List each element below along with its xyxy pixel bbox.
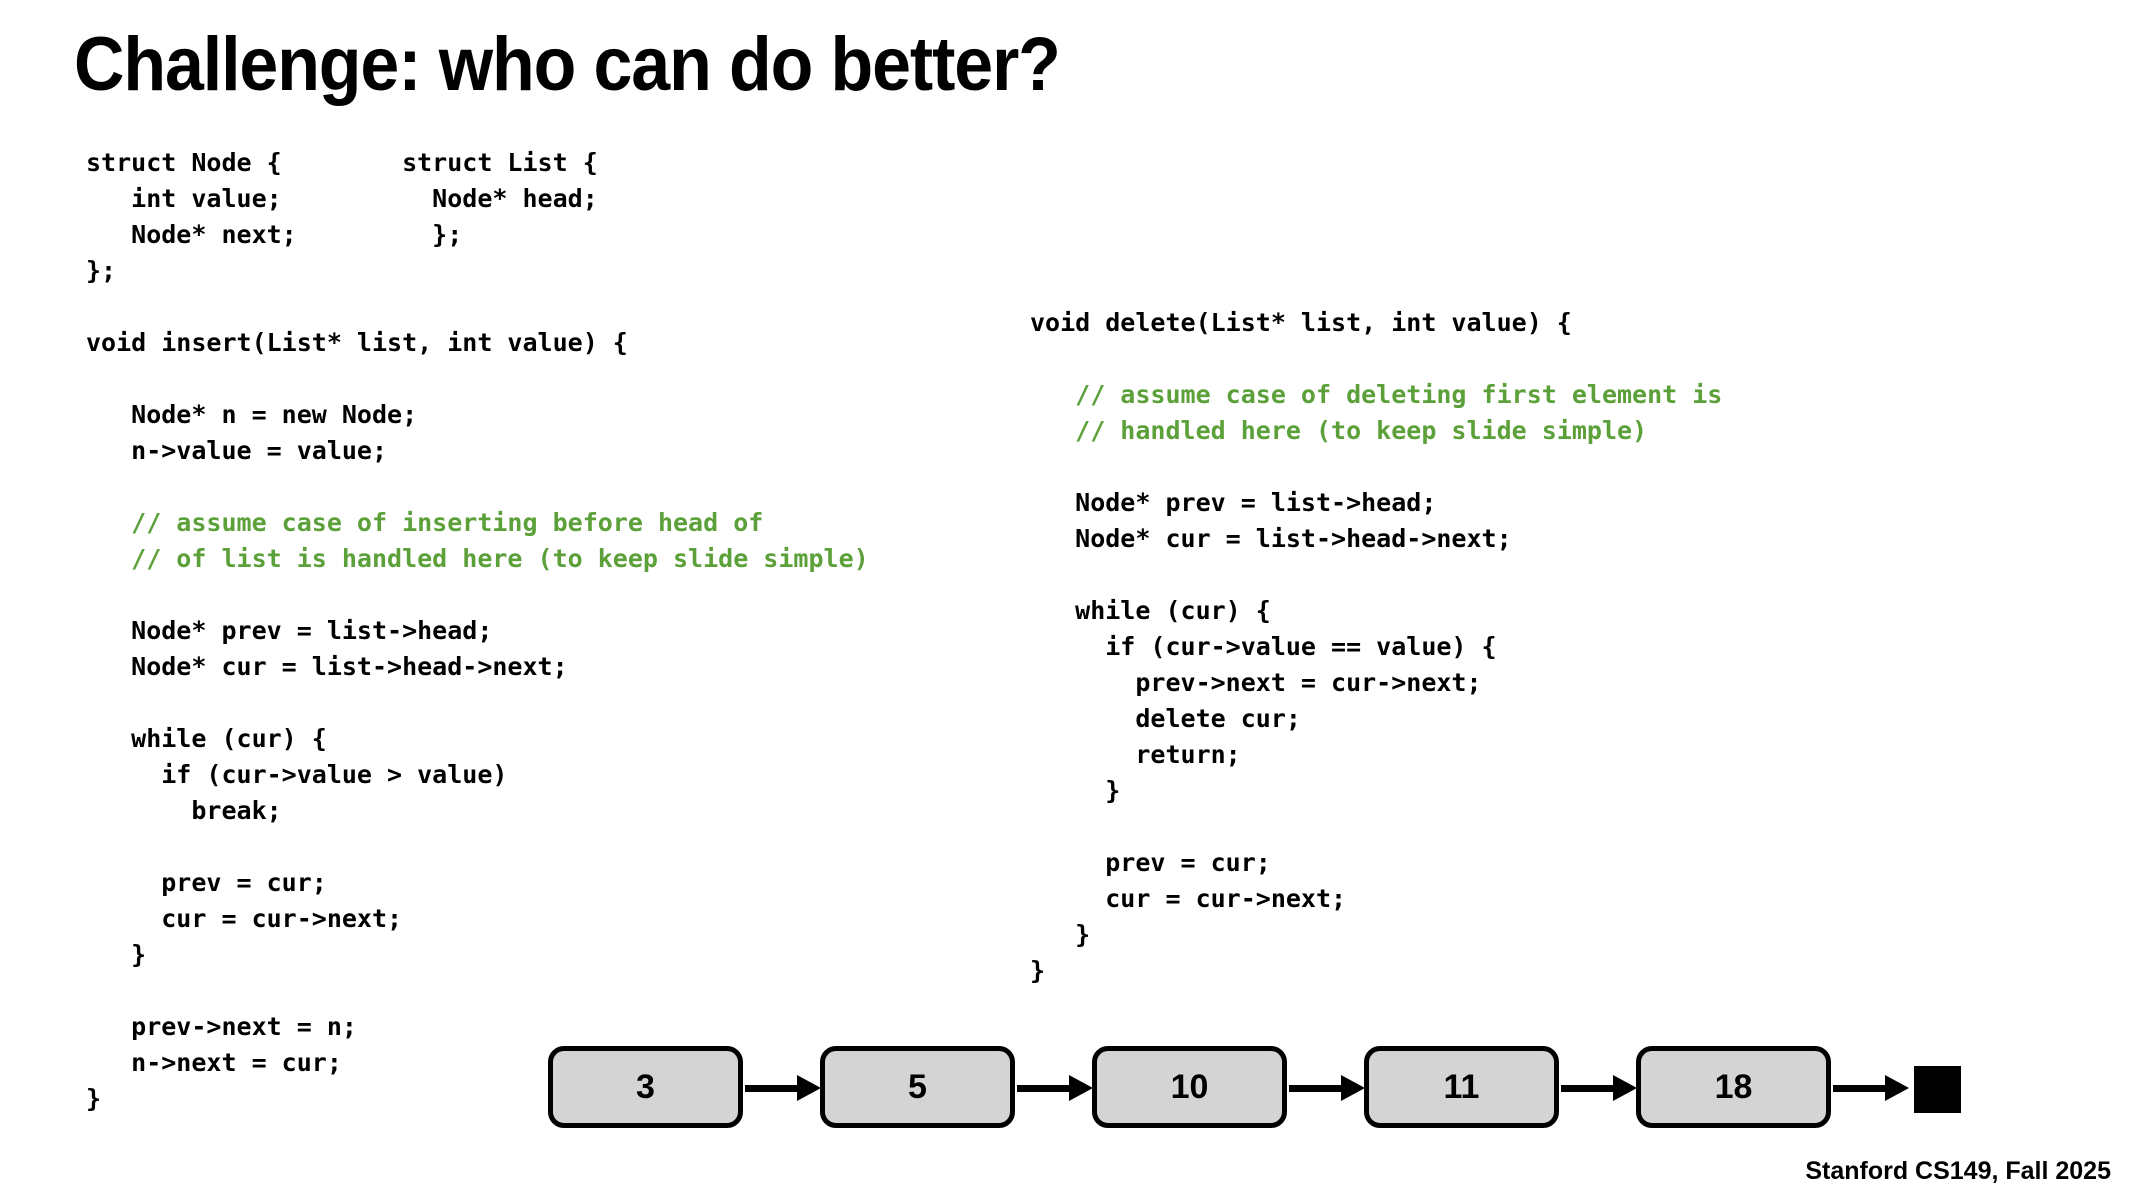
code-delete-line	[1030, 341, 1722, 377]
arrow-head	[1341, 1075, 1365, 1101]
code-insert-line	[86, 361, 869, 397]
code-insert-line: break;	[86, 796, 282, 825]
code-insert-line	[86, 289, 869, 325]
linked-list-node-value: 10	[1170, 1068, 1209, 1106]
arrow-head	[1885, 1075, 1909, 1101]
code-insert-line: }	[86, 1084, 102, 1113]
code-insert-line: Node* cur = list->head->next;	[86, 652, 568, 681]
arrow-head	[797, 1075, 821, 1101]
code-insert-line: prev->next = n;	[86, 1012, 357, 1041]
linked-list-node-value: 5	[908, 1068, 927, 1106]
linked-list-node-value: 3	[636, 1068, 655, 1106]
code-delete-line: // assume case of deleting first element…	[1030, 380, 1723, 409]
code-insert-line: Node* n = new Node;	[86, 400, 418, 429]
code-insert-line: // of list is handled here (to keep slid…	[86, 544, 869, 573]
code-insert-line: while (cur) {	[86, 724, 327, 753]
code-insert-line: int value; Node* head;	[86, 184, 598, 213]
linked-list-node: 10	[1092, 1046, 1287, 1128]
code-block-delete: void delete(List* list, int value) { // …	[1030, 305, 1722, 989]
code-delete-line: prev = cur;	[1030, 848, 1271, 877]
code-delete-line	[1030, 557, 1722, 593]
code-insert-line: Node* prev = list->head;	[86, 616, 493, 645]
linked-list-node: 3	[548, 1046, 743, 1128]
code-delete-line: while (cur) {	[1030, 596, 1271, 625]
arrow-shaft	[1561, 1085, 1617, 1092]
linked-list-diagram: 3 5 10 11 18	[548, 1046, 1961, 1132]
arrow-shaft	[1289, 1085, 1345, 1092]
code-insert-line: n->value = value;	[86, 436, 388, 465]
code-insert-line	[86, 577, 869, 613]
arrow-head	[1069, 1075, 1093, 1101]
linked-list-node: 5	[820, 1046, 1015, 1128]
code-delete-line: Node* cur = list->head->next;	[1030, 524, 1512, 553]
arrow-head	[1613, 1075, 1637, 1101]
linked-list-node-value: 11	[1443, 1068, 1480, 1106]
code-insert-line: if (cur->value > value)	[86, 760, 508, 789]
linked-list-arrow-icon	[1561, 1075, 1637, 1101]
code-delete-line: }	[1030, 920, 1091, 949]
linked-list-node-value: 18	[1714, 1068, 1753, 1106]
code-insert-line: }	[86, 940, 147, 969]
code-insert-line	[86, 829, 869, 865]
arrow-shaft	[1833, 1085, 1889, 1092]
code-delete-line: if (cur->value == value) {	[1030, 632, 1497, 661]
code-delete-line: return;	[1030, 740, 1241, 769]
code-delete-line: }	[1030, 776, 1121, 805]
code-delete-line: delete cur;	[1030, 704, 1301, 733]
code-insert-line: void insert(List* list, int value) {	[86, 328, 628, 357]
code-insert-line	[86, 973, 869, 1009]
footer-course-label: Stanford CS149, Fall 2025	[1805, 1157, 2111, 1185]
arrow-shaft	[1017, 1085, 1073, 1092]
linked-list-null-terminator-icon	[1914, 1066, 1961, 1113]
code-insert-line: prev = cur;	[86, 868, 327, 897]
code-insert-line: };	[86, 256, 117, 285]
linked-list-arrow-icon	[1289, 1075, 1365, 1101]
code-insert-line	[86, 469, 869, 505]
code-insert-line: struct Node { struct List {	[86, 148, 598, 177]
code-delete-line: void delete(List* list, int value) {	[1030, 308, 1572, 337]
code-insert-line: Node* next; };	[86, 220, 463, 249]
code-block-insert: struct Node { struct List { int value; N…	[86, 145, 869, 1117]
code-insert-line: // assume case of inserting before head …	[86, 508, 764, 537]
code-delete-line	[1030, 809, 1722, 845]
linked-list-arrow-icon	[1017, 1075, 1093, 1101]
code-insert-line: cur = cur->next;	[86, 904, 403, 933]
code-delete-line: Node* prev = list->head;	[1030, 488, 1437, 517]
code-delete-line: cur = cur->next;	[1030, 884, 1347, 913]
code-insert-line: n->next = cur;	[86, 1048, 342, 1077]
linked-list-arrow-icon	[1833, 1075, 1909, 1101]
code-insert-line	[86, 685, 869, 721]
code-delete-line: // handled here (to keep slide simple)	[1030, 416, 1648, 445]
linked-list-arrow-icon	[745, 1075, 821, 1101]
linked-list-node: 11	[1364, 1046, 1559, 1128]
arrow-shaft	[745, 1085, 801, 1092]
linked-list-node: 18	[1636, 1046, 1831, 1128]
code-delete-line: }	[1030, 956, 1046, 985]
code-delete-line	[1030, 449, 1722, 485]
page-title: Challenge: who can do better?	[74, 22, 1061, 107]
code-delete-line: prev->next = cur->next;	[1030, 668, 1482, 697]
